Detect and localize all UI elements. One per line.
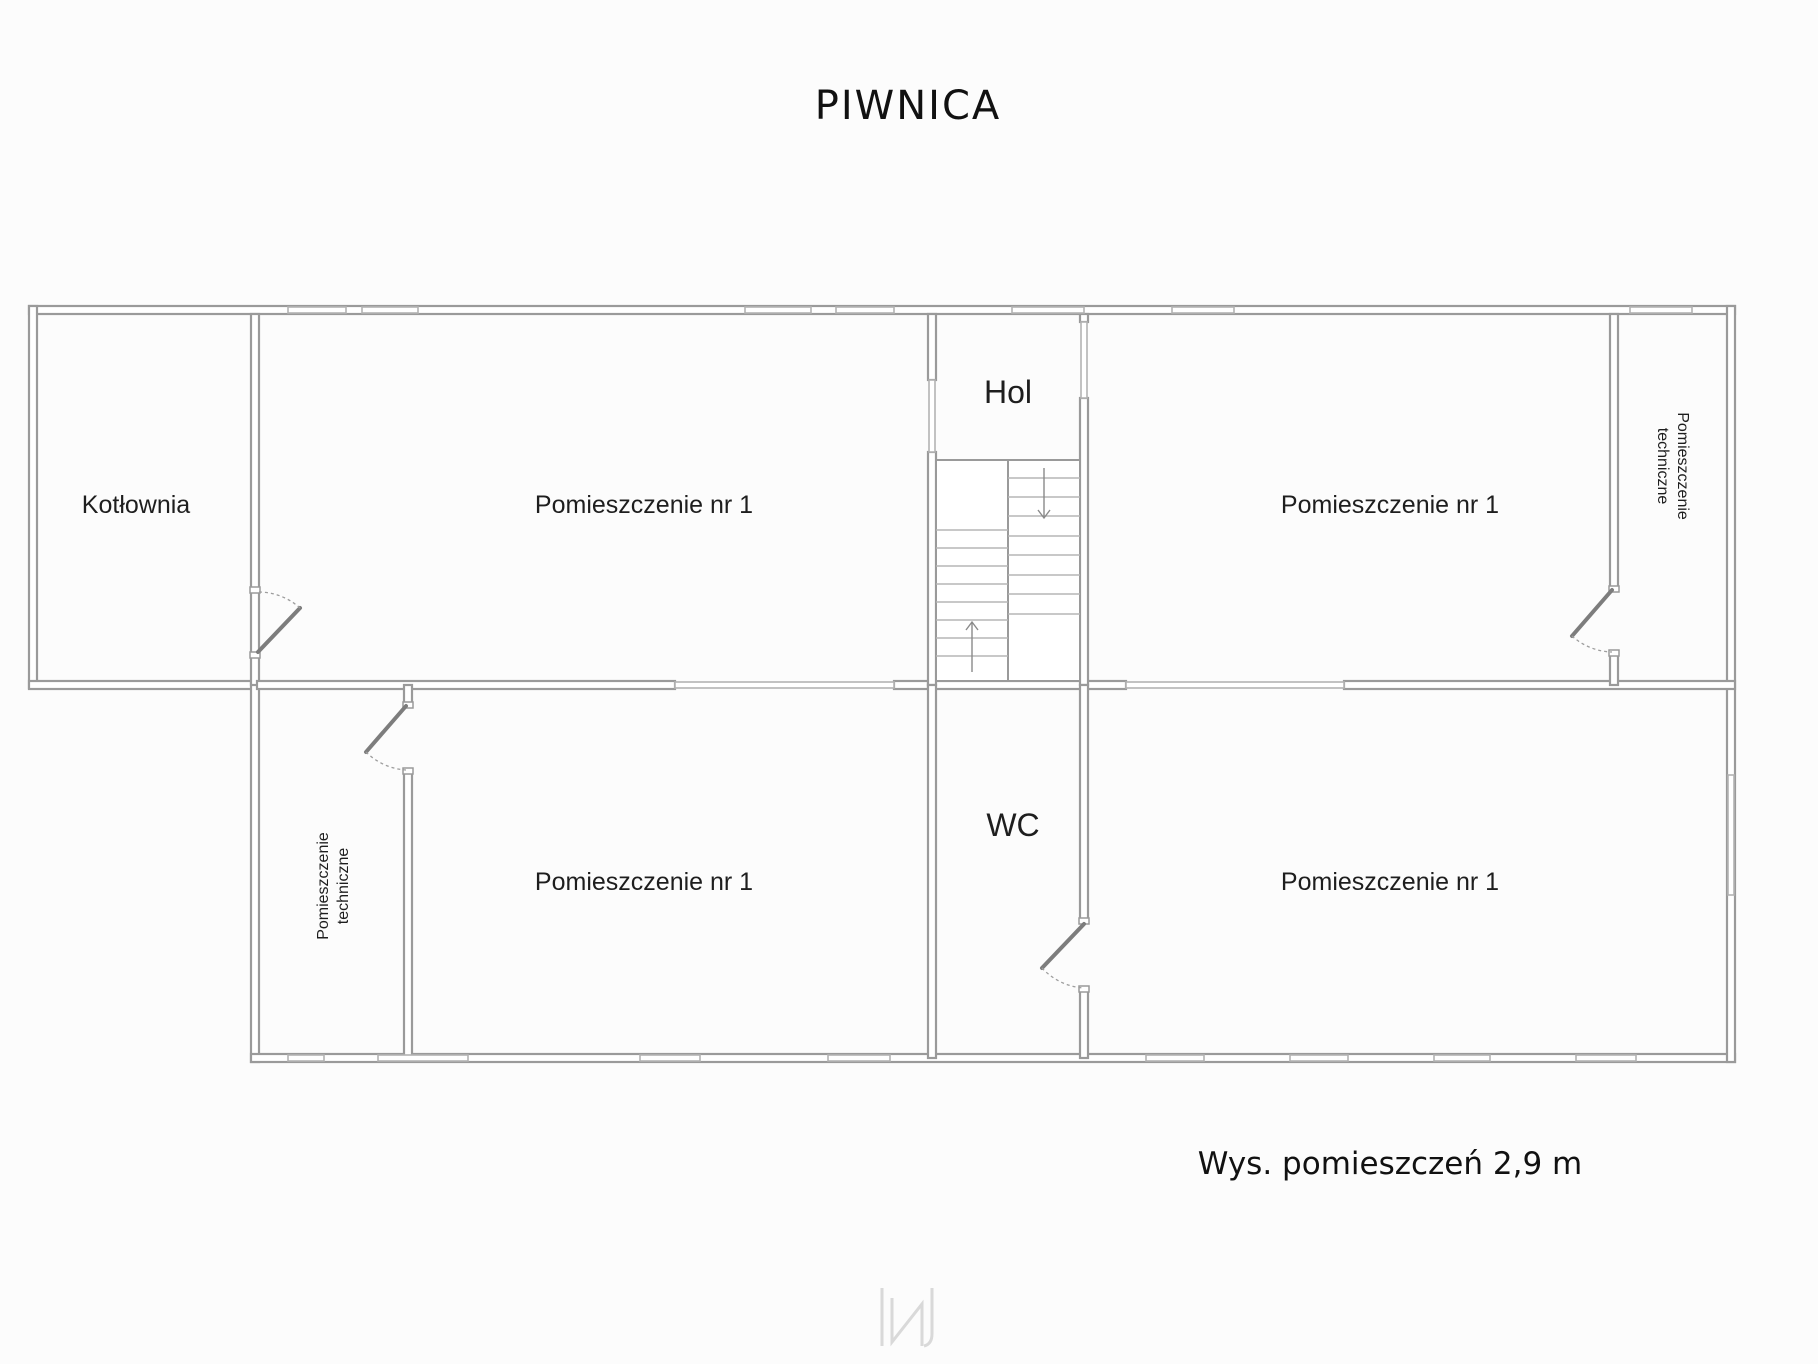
room-label-tech-right-line1: Pomieszczenie (1674, 412, 1691, 520)
opening-hol-left (928, 379, 936, 453)
window-bottom-6 (1289, 1054, 1349, 1062)
room-label-wc: WC (986, 807, 1039, 843)
room-label-top-right: Pomieszczenie nr 1 (1281, 491, 1499, 519)
wall-wc-left (926, 683, 938, 1060)
wall-bottom (249, 1052, 1737, 1064)
window-bottom-7 (1433, 1054, 1491, 1062)
walls (27, 304, 1737, 1064)
room-label-bottom-right: Pomieszczenie nr 1 (1281, 868, 1499, 896)
wall-kotlownia-room1 (249, 312, 261, 687)
wall-left-outer (27, 304, 39, 690)
page-title: PIWNICA (815, 83, 1001, 129)
window-bottom-3 (639, 1054, 701, 1062)
door-kotlownia (249, 586, 302, 659)
window-bottom-4 (827, 1054, 891, 1062)
window-bottom-8 (1575, 1054, 1637, 1062)
room-label-tech-right: Pomieszczenie techniczne (1654, 412, 1691, 520)
room-label-kotlownia: Kotłownia (82, 491, 190, 519)
window-bottom-2 (377, 1054, 469, 1062)
window-bottom-5 (1145, 1054, 1205, 1062)
window-right-wall (1727, 774, 1735, 896)
wall-middle-hall (926, 679, 1090, 691)
wall-tech-right-top (1608, 312, 1620, 592)
wall-middle-left-a (255, 679, 677, 691)
windows-top (287, 306, 1693, 314)
wall-hol-left-top (926, 312, 938, 382)
room-label-tech-left-line2: techniczne (335, 848, 352, 925)
window-top-2 (361, 306, 419, 314)
window-top-7 (1011, 306, 1085, 314)
opening-hol-right (1080, 321, 1088, 399)
room-label-hol: Hol (984, 374, 1032, 410)
window-top-1 (287, 306, 347, 314)
wall-hol-right-top (1078, 312, 1090, 324)
door-tech-left (364, 701, 414, 775)
wall-hol-right-bottom (1078, 396, 1090, 687)
wall-middle-right-a (1082, 679, 1128, 691)
wall-tech-left-bottom (402, 768, 414, 1060)
wall-wc-right-top (1078, 683, 1090, 921)
doors (249, 585, 1620, 993)
arrow-up-icon (965, 620, 979, 672)
window-top-3 (744, 306, 812, 314)
arrow-down-icon (1037, 468, 1051, 520)
door-tech-right (1570, 585, 1620, 657)
window-bottom-1 (287, 1054, 325, 1062)
room-label-tech-right-line2: techniczne (1654, 428, 1671, 505)
door-wc (1040, 917, 1090, 993)
room-height-note: Wys. pomieszczeń 2,9 m (1198, 1146, 1583, 1182)
room-label-tech-left: Pomieszczenie techniczne (315, 832, 352, 940)
window-top-6 (1629, 306, 1693, 314)
brand-logo-icon (880, 1288, 934, 1348)
wall-kotlownia-bottom (27, 679, 259, 691)
wall-wc-right-bottom (1078, 988, 1090, 1060)
windows-bottom (287, 1054, 1637, 1062)
room-label-tech-left-line1: Pomieszczenie (315, 832, 332, 940)
opening-middle-right (1125, 681, 1345, 689)
window-top-5 (1171, 306, 1235, 314)
wall-tech-right-bottom (1608, 650, 1620, 687)
room-label-top-left: Pomieszczenie nr 1 (535, 491, 753, 519)
room-labels: Kotłownia Pomieszczenie nr 1 Hol Pomiesz… (82, 374, 1691, 940)
wall-left-lower (249, 679, 261, 1064)
wall-hol-left-bottom (926, 450, 938, 687)
room-label-bottom-left: Pomieszczenie nr 1 (535, 868, 753, 896)
opening-middle-left (674, 681, 895, 689)
wall-middle-right-b (1342, 679, 1737, 691)
staircase (935, 459, 1081, 682)
window-top-4 (835, 306, 895, 314)
